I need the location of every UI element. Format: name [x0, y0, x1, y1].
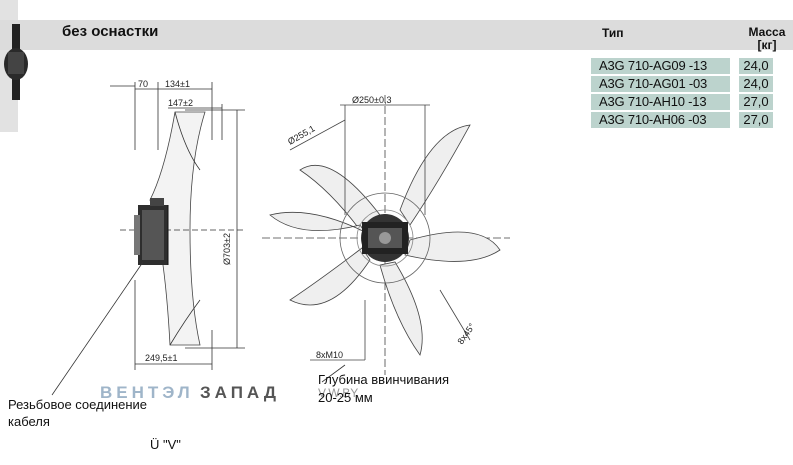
- dim-703: Ø703±2: [222, 233, 232, 265]
- mass-cell: 27,0: [739, 94, 773, 110]
- column-header-type: Тип: [602, 26, 624, 40]
- header-bar: [0, 20, 793, 50]
- type-cell: A3G 710-AH10 -13: [591, 94, 730, 110]
- cable-label-line1: Резьбовое соединение: [8, 397, 148, 412]
- type-cell: A3G 710-AH06 -03: [591, 112, 730, 128]
- leader-lines: [51, 261, 346, 396]
- depth-label-line2: 20-25 мм: [318, 390, 373, 405]
- side-view: [110, 82, 245, 370]
- type-cell: A3G 710-AG01 -03: [591, 76, 730, 92]
- type-mass-table: A3G 710-AG09 -13 24,0 A3G 710-AG01 -03 2…: [591, 58, 773, 130]
- fan-thumbnail-icon: [4, 24, 28, 100]
- dim-250: Ø250±0,3: [352, 95, 391, 105]
- dim-m10: 8xM10: [316, 350, 343, 360]
- dim-70: 70: [138, 79, 148, 89]
- column-header-mass-unit: [кг]: [757, 38, 777, 52]
- motor-side: [134, 198, 169, 265]
- table-row: A3G 710-AH06 -03 27,0: [591, 112, 773, 128]
- table-row: A3G 710-AG01 -03 24,0: [591, 76, 773, 92]
- dim-147: 147±2: [168, 98, 193, 108]
- watermark-part2: ЗАПАД: [200, 383, 280, 402]
- mass-cell: 27,0: [739, 112, 773, 128]
- depth-label-line1: Глубина ввинчивания: [318, 372, 450, 387]
- motor-hub: [361, 214, 409, 262]
- dim-45: 8x45°: [455, 321, 477, 346]
- view-label: Ü "V": [150, 437, 181, 452]
- cable-label-line2: кабеля: [8, 414, 50, 429]
- mass-cell: 24,0: [739, 58, 773, 74]
- type-cell: A3G 710-AG09 -13: [591, 58, 730, 74]
- column-header-mass-label: Масса: [748, 25, 786, 39]
- table-row: A3G 710-AG09 -13 24,0: [591, 58, 773, 74]
- watermark-part3: V.W.BY: [318, 386, 359, 400]
- watermark-part1: ВЕНТЭЛ: [100, 383, 194, 402]
- dim-255: Ø255,1: [286, 123, 317, 146]
- column-header-mass: Масса [кг]: [743, 26, 791, 52]
- mass-cell: 24,0: [739, 76, 773, 92]
- front-view: [262, 95, 510, 375]
- dim-249: 249,5±1: [145, 353, 177, 363]
- table-row: A3G 710-AH10 -13 27,0: [591, 94, 773, 110]
- dim-134: 134±1: [165, 79, 190, 89]
- page-title: без оснастки: [62, 23, 159, 40]
